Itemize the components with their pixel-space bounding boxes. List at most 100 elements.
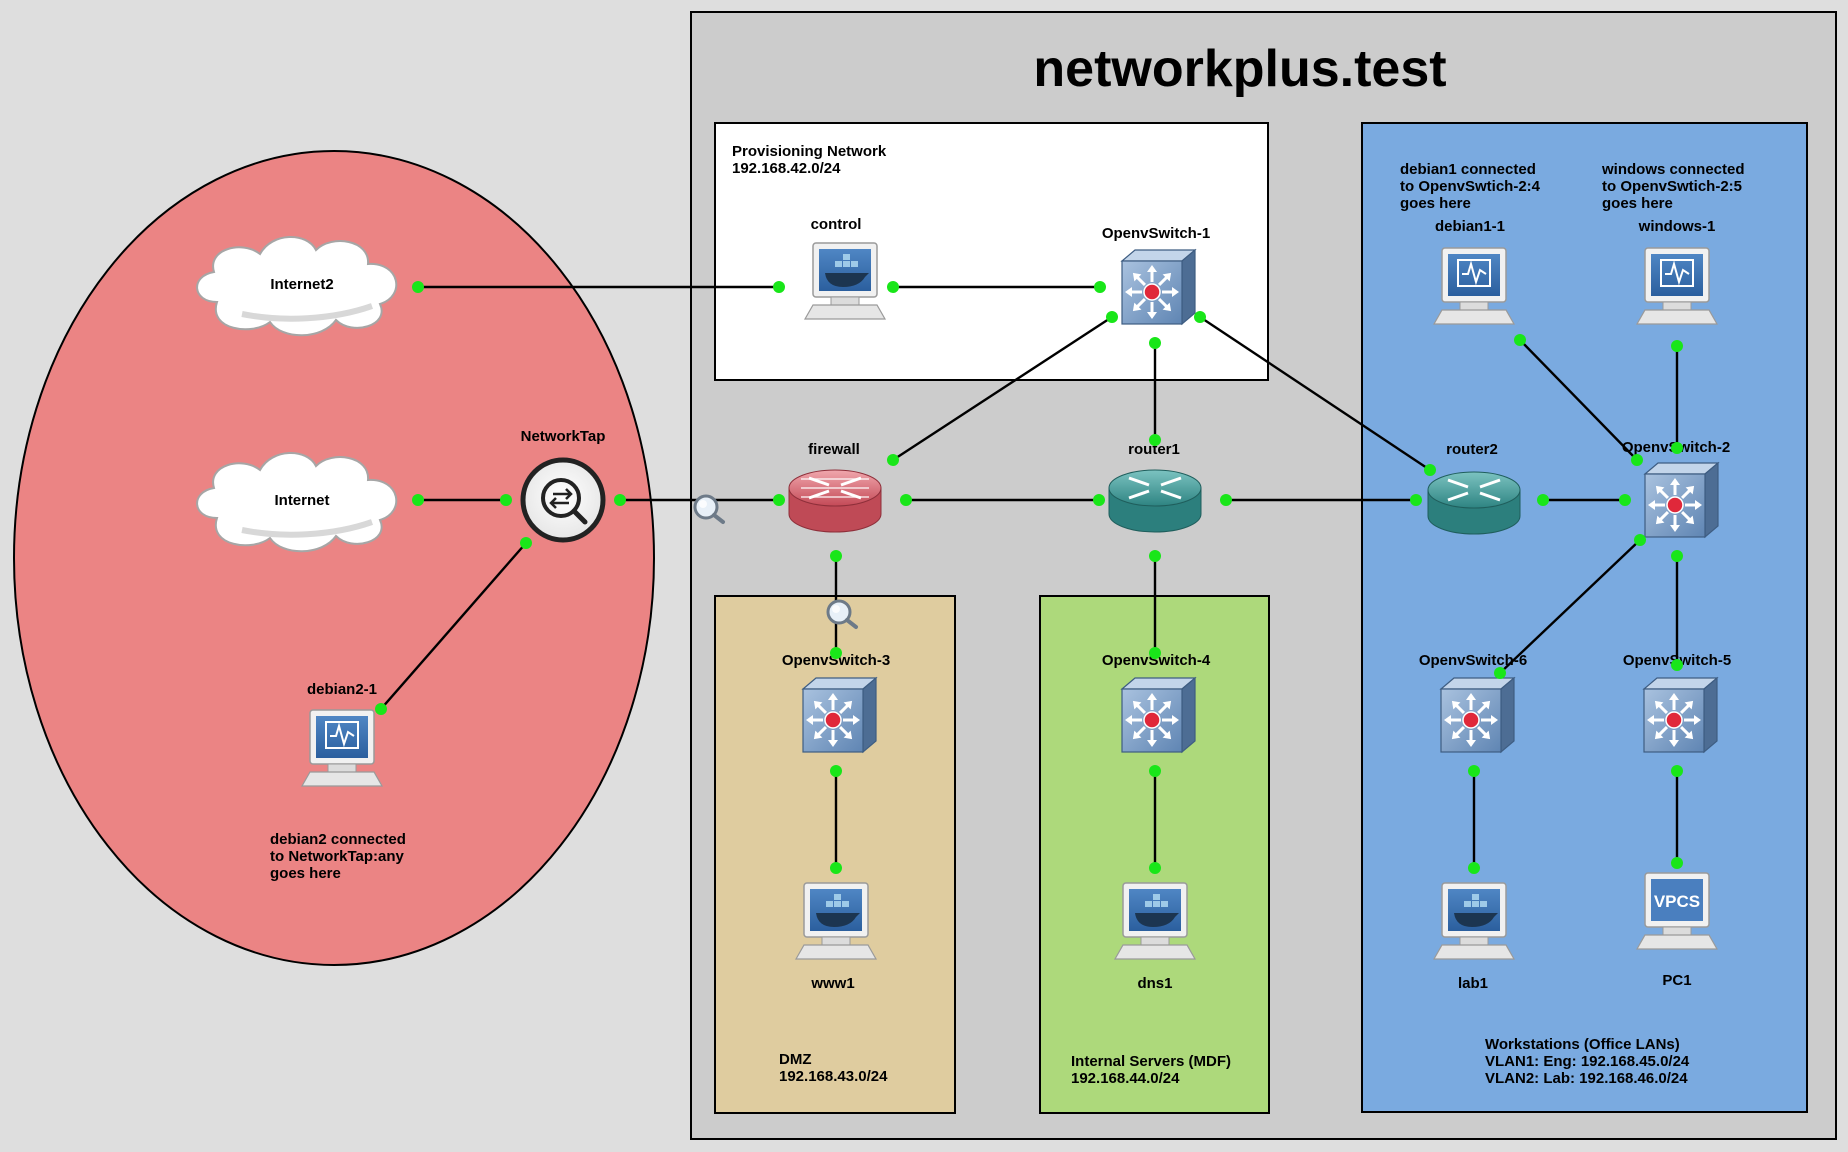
node-ovs2[interactable]: OpenvSwitch-2 bbox=[1622, 439, 1730, 539]
port-dot bbox=[1671, 340, 1683, 352]
port-dot bbox=[1619, 494, 1631, 506]
port-dot bbox=[412, 281, 424, 293]
node-www1[interactable]: www1 bbox=[794, 882, 878, 992]
port-dot bbox=[1468, 765, 1480, 777]
node-ovs6[interactable]: OpenvSwitch-6 bbox=[1419, 652, 1527, 754]
node-debian2[interactable]: debian2-1 bbox=[300, 681, 384, 787]
port-dot bbox=[1671, 659, 1683, 671]
switch-icon bbox=[1643, 461, 1720, 539]
node-label: OpenvSwitch-4 bbox=[1102, 652, 1211, 669]
port-dot bbox=[500, 494, 512, 506]
port-dot bbox=[773, 281, 785, 293]
port-dot bbox=[1631, 454, 1643, 466]
node-router2[interactable]: router2 bbox=[1427, 441, 1521, 535]
node-label: windows-1 bbox=[1638, 218, 1716, 235]
node-label: lab1 bbox=[1458, 975, 1488, 992]
node-internet[interactable]: Internet bbox=[196, 452, 398, 553]
port-dot bbox=[830, 647, 842, 659]
port-dots-layer bbox=[375, 281, 1683, 874]
node-dns1[interactable]: dns1 bbox=[1113, 882, 1197, 992]
node-firewall[interactable]: firewall bbox=[788, 441, 882, 533]
port-dot bbox=[1106, 311, 1118, 323]
vpcs-pc-icon: VPCS bbox=[1635, 872, 1719, 950]
node-ovs1[interactable]: OpenvSwitch-1 bbox=[1102, 225, 1210, 326]
router-icon bbox=[1427, 471, 1521, 535]
packet-capture-icon[interactable] bbox=[826, 599, 858, 629]
windows-note: windows connected to OpenvSwtich-2:5 goe… bbox=[1601, 161, 1749, 212]
node-ovs3[interactable]: OpenvSwitch-3 bbox=[782, 652, 890, 754]
port-dot bbox=[1149, 647, 1161, 659]
internal-label: Internal Servers (MDF) 192.168.44.0/24 bbox=[1071, 1053, 1235, 1087]
network-tap-icon bbox=[520, 457, 606, 543]
node-router1[interactable]: router1 bbox=[1108, 441, 1202, 533]
port-dot bbox=[1468, 862, 1480, 874]
port-dot bbox=[1410, 494, 1422, 506]
port-dot bbox=[1671, 857, 1683, 869]
port-dot bbox=[1671, 442, 1683, 454]
port-dot bbox=[1671, 765, 1683, 777]
node-label: router2 bbox=[1446, 441, 1498, 458]
node-pc1[interactable]: VPCS PC1 bbox=[1635, 872, 1719, 989]
node-lab1[interactable]: lab1 bbox=[1432, 882, 1516, 992]
docker-host-icon bbox=[1432, 882, 1516, 960]
node-label: firewall bbox=[808, 441, 860, 458]
node-label: OpenvSwitch-1 bbox=[1102, 225, 1210, 242]
port-dot bbox=[1220, 494, 1232, 506]
debian2-note: debian2 connected to NetworkTap:any goes… bbox=[270, 831, 410, 882]
port-dot bbox=[830, 765, 842, 777]
switch-icon bbox=[1439, 676, 1516, 754]
port-dot bbox=[614, 494, 626, 506]
switch-icon bbox=[1120, 248, 1197, 326]
link-ovs2-ovs6[interactable] bbox=[1499, 539, 1641, 674]
port-dot bbox=[887, 281, 899, 293]
vpcs-text: VPCS bbox=[1654, 892, 1700, 911]
link-ovs1-router2[interactable] bbox=[1199, 316, 1431, 471]
node-label: NetworkTap bbox=[521, 428, 606, 445]
router-icon bbox=[1108, 469, 1202, 533]
docker-host-icon bbox=[794, 882, 878, 960]
dmz-label: DMZ 192.168.43.0/24 bbox=[779, 1051, 888, 1085]
switch-icon bbox=[1642, 676, 1719, 754]
port-dot bbox=[830, 862, 842, 874]
computer-icon bbox=[1635, 247, 1719, 325]
link-firewall-ovs1[interactable] bbox=[892, 315, 1113, 462]
port-dot bbox=[1149, 337, 1161, 349]
node-control[interactable]: control bbox=[803, 216, 887, 320]
docker-host-icon bbox=[1113, 882, 1197, 960]
provisioning-label: Provisioning Network 192.168.42.0/24 bbox=[732, 143, 890, 177]
port-dot bbox=[412, 494, 424, 506]
port-dot bbox=[830, 550, 842, 562]
links-layer bbox=[380, 285, 1679, 868]
node-windows[interactable]: windows-1 bbox=[1635, 218, 1719, 325]
docker-host-icon bbox=[803, 242, 887, 320]
link-networktap-debian2[interactable] bbox=[380, 542, 527, 710]
port-dot bbox=[1514, 334, 1526, 346]
outside-zone bbox=[13, 150, 655, 966]
switch-icon bbox=[1120, 676, 1197, 754]
port-dot bbox=[1424, 464, 1436, 476]
node-label: control bbox=[811, 216, 862, 233]
node-label: dns1 bbox=[1137, 975, 1172, 992]
link-debian1-ovs2[interactable] bbox=[1519, 339, 1638, 461]
node-ovs4[interactable]: OpenvSwitch-4 bbox=[1102, 652, 1211, 754]
port-dot bbox=[1671, 550, 1683, 562]
port-dot bbox=[375, 703, 387, 715]
port-dot bbox=[773, 494, 785, 506]
node-ovs5[interactable]: OpenvSwitch-5 bbox=[1623, 652, 1731, 754]
capture-layer bbox=[693, 494, 858, 629]
cloud-icon bbox=[196, 452, 398, 553]
node-internet2[interactable]: Internet2 bbox=[196, 236, 398, 337]
port-dot bbox=[520, 537, 532, 549]
computer-icon bbox=[300, 709, 384, 787]
node-debian1[interactable]: debian1-1 bbox=[1432, 218, 1516, 325]
node-label: OpenvSwitch-6 bbox=[1419, 652, 1527, 669]
node-label: www1 bbox=[810, 975, 854, 992]
port-dot bbox=[1634, 534, 1646, 546]
packet-capture-icon[interactable] bbox=[693, 494, 725, 524]
node-networktap[interactable]: NetworkTap bbox=[520, 428, 606, 543]
port-dot bbox=[887, 454, 899, 466]
port-dot bbox=[1149, 434, 1161, 446]
node-label: PC1 bbox=[1662, 972, 1691, 989]
